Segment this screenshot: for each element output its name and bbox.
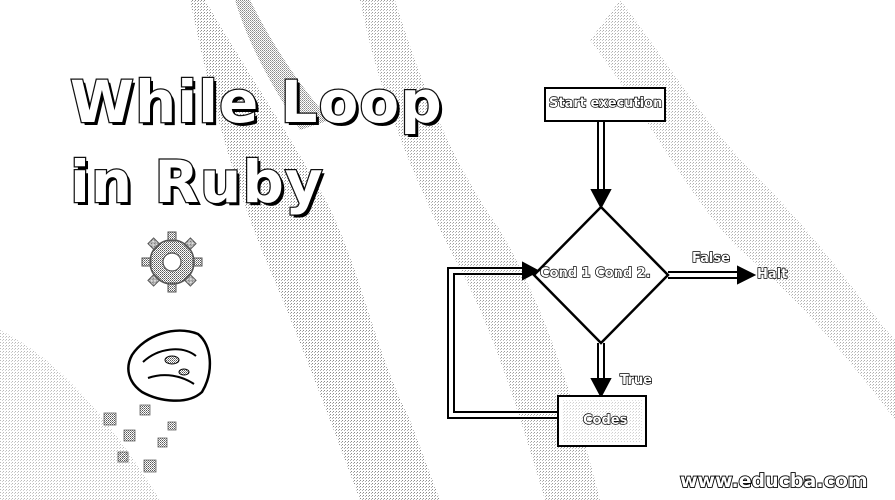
arrow-true-to-body [590, 343, 612, 399]
true-branch-label: True [619, 372, 652, 388]
body-node-label: Codes [582, 412, 628, 428]
condition-label: Cond 1 Cond 2. [539, 265, 651, 281]
title-line-1: While Loop [69, 68, 443, 136]
condition-diamond [532, 205, 670, 345]
site-watermark: www.educba.com [679, 469, 869, 493]
halt-label: Halt [756, 266, 788, 282]
start-node-box [544, 87, 666, 122]
ruby-gem-logo [127, 329, 212, 402]
arrow-loop-back [447, 261, 558, 419]
arrow-false-to-halt [668, 265, 757, 285]
title-line-2: in Ruby [69, 148, 324, 216]
start-node-label: Start execution [548, 95, 663, 111]
gear-icon [141, 231, 203, 293]
arrow-start-to-condition [590, 121, 612, 210]
decorative-pixels [103, 404, 177, 473]
false-branch-label: False [691, 250, 730, 266]
